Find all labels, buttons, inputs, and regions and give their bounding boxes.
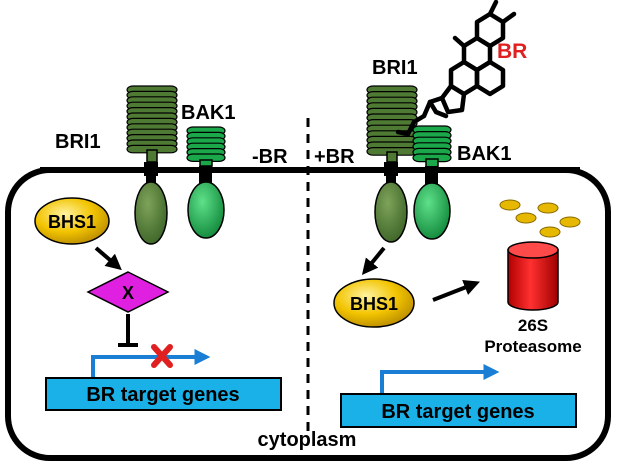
transcription-arrow-right (380, 364, 500, 395)
gene-box-right (340, 393, 577, 428)
bak1-left-label: BAK1 (181, 102, 235, 124)
peptide-fragments (499, 199, 581, 238)
bak1-left-kinase (187, 181, 225, 239)
minus-br-label: -BR (252, 146, 288, 168)
bak1-right-kinase (413, 182, 451, 240)
arrow-bhs1-to-x (94, 246, 122, 271)
bak1-left-receptor (186, 126, 226, 239)
x-factor (86, 271, 170, 313)
plus-br-label: +BR (314, 146, 355, 168)
br-ligand-icon (395, 0, 517, 137)
bri1-right-label: BRI1 (372, 57, 418, 79)
bhs1-left-label: BHS1 (48, 212, 96, 232)
bri1-left-label: BRI1 (55, 131, 101, 153)
inhibition-line (118, 314, 138, 347)
bri1-left-stack (126, 85, 178, 154)
bri1-right-kinase (374, 181, 408, 243)
bri1-right-stack (366, 85, 418, 156)
transcription-arrow-left (91, 349, 211, 378)
gene-box-left (45, 377, 282, 411)
bri1-right-receptor (366, 85, 418, 243)
bak1-left-stack (186, 126, 226, 163)
bhs1-right-label: BHS1 (350, 294, 398, 314)
bak1-right-stack (412, 125, 452, 163)
cytoplasm-label: cytoplasm (258, 429, 357, 451)
proteasome-26s (507, 241, 559, 311)
bri1-left-receptor (126, 85, 178, 245)
bhs1-left (34, 197, 110, 245)
bhs1-right (333, 278, 415, 328)
bak1-right-label: BAK1 (457, 143, 511, 165)
br-label: BR (497, 40, 527, 63)
gene-box-left-label: BR target genes (86, 384, 239, 406)
bri1-left-kinase (134, 181, 168, 245)
bak1-right-receptor (412, 125, 452, 240)
proteasome-26s-label: 26S (518, 316, 548, 335)
gene-box-right-label: BR target genes (381, 401, 534, 423)
block-x-icon (151, 344, 173, 368)
arrow-bri1-to-bhs1 (361, 246, 386, 275)
proteasome-label: Proteasome (484, 337, 581, 356)
x-factor-label: X (122, 283, 134, 303)
arrow-bhs1-to-proteasome (432, 280, 480, 302)
